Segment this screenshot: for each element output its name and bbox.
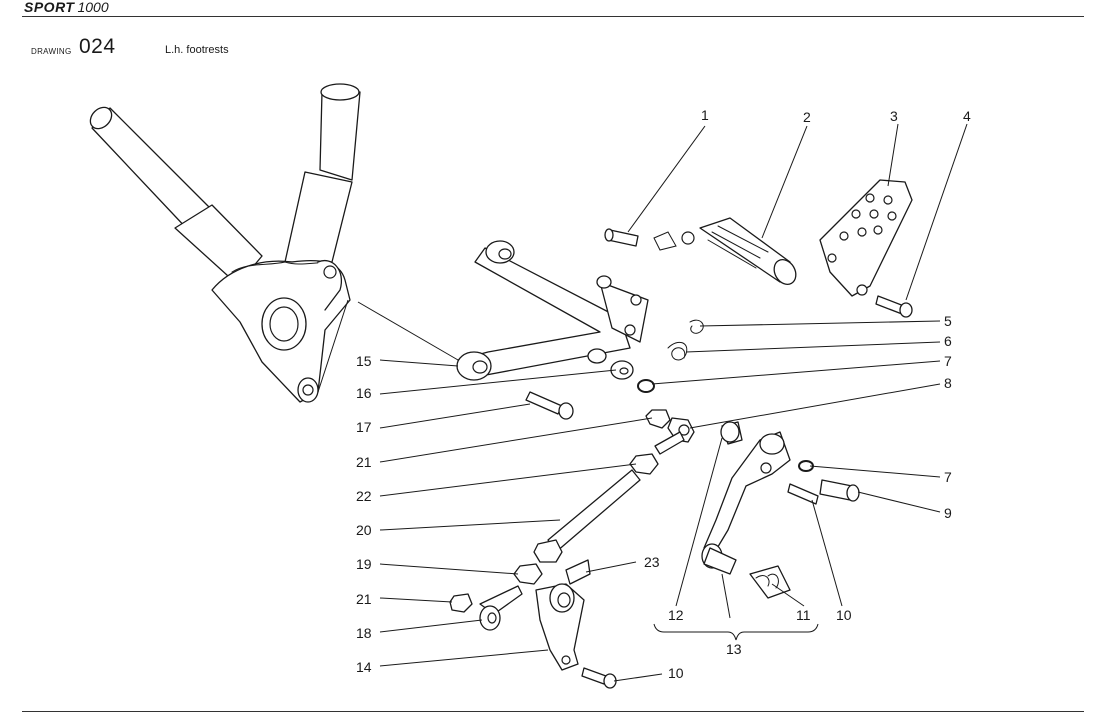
heel-guard-screw (875, 295, 913, 318)
callout-2: 2 (803, 109, 811, 125)
callout-14: 14 (356, 659, 372, 675)
gear-rod-assembly (449, 409, 695, 631)
footpeg-rubber (699, 217, 797, 285)
callout-10-right: 10 (836, 607, 852, 623)
callout-22: 22 (356, 488, 372, 504)
callout-1: 1 (701, 107, 709, 123)
callout-5: 5 (944, 313, 952, 329)
callout-20: 20 (356, 522, 372, 538)
drawing-number: 024 (79, 35, 116, 58)
callout-10-bottom: 10 (668, 665, 684, 681)
drawing-title: L.h. footrests (165, 44, 229, 56)
small-hardware (525, 319, 704, 420)
footrest-bracket (456, 240, 649, 381)
callout-23: 23 (644, 554, 660, 570)
callout-9: 9 (944, 505, 952, 521)
callout-8: 8 (944, 375, 952, 391)
callout-17: 17 (356, 419, 372, 435)
callout-3: 3 (890, 108, 898, 124)
callout-21-top: 21 (356, 454, 372, 470)
callout-7-bottom: 7 (944, 469, 952, 485)
leader-lines (317, 123, 968, 682)
footrest-pin (604, 228, 695, 251)
heel-guard-plate (819, 179, 913, 297)
callout-6: 6 (944, 333, 952, 349)
brand-name: SPORT (24, 0, 75, 15)
header-divider (22, 16, 1084, 17)
callout-4: 4 (963, 108, 971, 124)
shift-lever (535, 583, 617, 689)
callout-12: 12 (668, 607, 684, 623)
callout-7-top: 7 (944, 353, 952, 369)
callout-11: 11 (796, 607, 811, 623)
callout-15: 15 (356, 353, 372, 369)
callout-18: 18 (356, 625, 372, 641)
callout-16: 16 (356, 385, 372, 401)
callout-19: 19 (356, 556, 372, 572)
footer-divider (22, 711, 1084, 712)
callout-labels: 1 2 3 4 5 6 7 8 7 9 10 11 12 13 14 15 16… (356, 107, 971, 681)
callout-21-bottom: 21 (356, 591, 372, 607)
drawing-label: DRAWING (31, 47, 72, 56)
callout-13: 13 (726, 641, 742, 657)
pedal-lever (701, 421, 860, 599)
brand-model: 1000 (77, 0, 109, 15)
frame-bracket (89, 83, 361, 403)
